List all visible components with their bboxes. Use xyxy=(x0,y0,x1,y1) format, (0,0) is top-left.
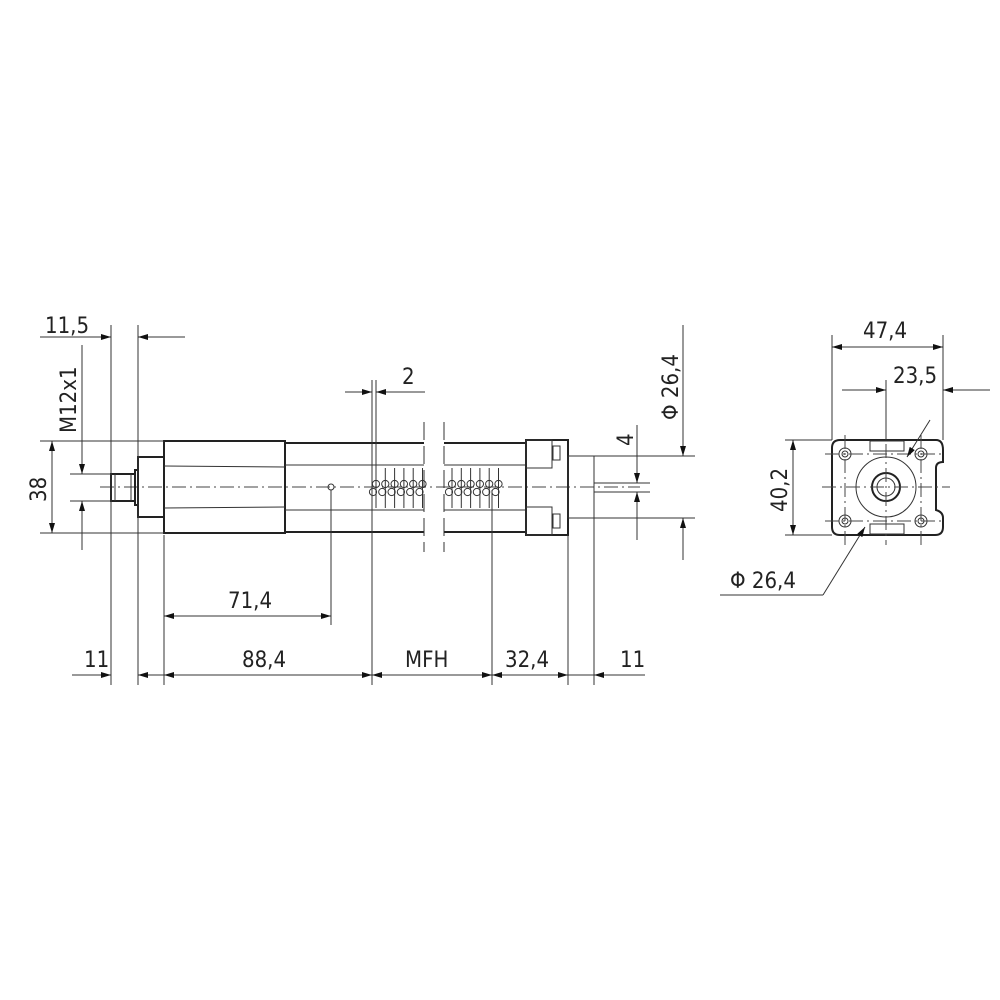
dim-47-4: 47,4 xyxy=(863,319,907,344)
dim-40-2: 40,2 xyxy=(768,468,793,512)
magnet xyxy=(444,487,454,497)
dim-11-right: 11 xyxy=(620,648,645,673)
dim-4: 4 xyxy=(614,433,639,446)
dim-32-4: 32,4 xyxy=(505,648,549,673)
dim-m12x1: M12x1 xyxy=(57,366,82,433)
dim-11-left: 11 xyxy=(84,648,109,673)
dim-mfh: MFH xyxy=(405,648,448,673)
dimension-lines xyxy=(40,325,686,678)
magnet xyxy=(415,487,424,497)
dim-71-4: 71,4 xyxy=(228,589,272,614)
end-view xyxy=(720,335,990,596)
dim-11-5: 11,5 xyxy=(45,314,89,339)
extension-lines xyxy=(40,325,695,685)
magnet xyxy=(378,487,387,497)
magnet xyxy=(387,487,396,497)
dim-diameter-end: Φ 26,4 xyxy=(730,569,796,594)
housing xyxy=(163,440,286,534)
side-view xyxy=(100,422,650,552)
magnet xyxy=(463,487,472,497)
dim-2: 2 xyxy=(402,365,415,390)
dim-23-5: 23,5 xyxy=(893,364,937,389)
dim-38: 38 xyxy=(27,477,52,502)
magnet xyxy=(368,487,378,497)
magnet xyxy=(482,487,491,497)
magnet-row xyxy=(368,468,503,508)
magnet xyxy=(472,487,481,497)
magnet xyxy=(454,487,463,497)
dim-88-4: 88,4 xyxy=(242,648,286,673)
end-cap xyxy=(525,439,650,536)
profile xyxy=(285,422,526,552)
magnet xyxy=(406,487,415,497)
magnet xyxy=(396,487,405,497)
dimension-labels: 11,5 M12x1 38 71,4 11 88,4 MFH 32,4 11 2… xyxy=(27,314,937,673)
dim-diameter-side: Φ 26,4 xyxy=(659,354,684,420)
